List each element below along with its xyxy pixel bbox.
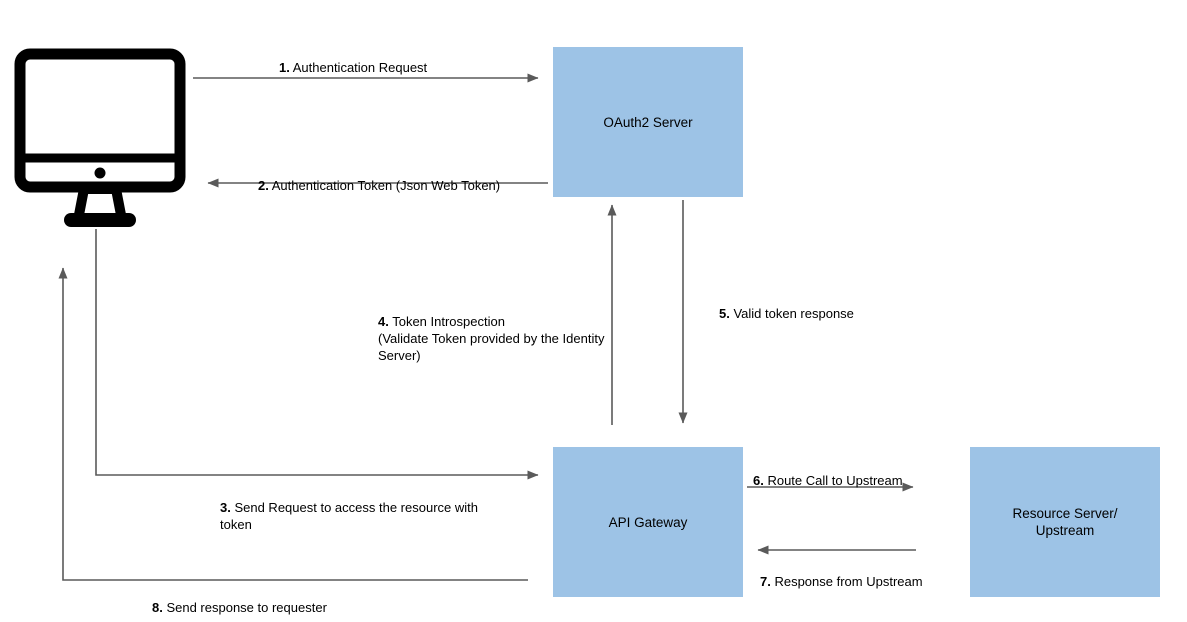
flow-label-4-text: Token Introspection (Validate Token prov… [378, 314, 605, 363]
node-resource-server[interactable]: Resource Server/ Upstream [970, 447, 1160, 597]
flow-label-7-text: Response from Upstream [770, 574, 923, 589]
flow-label-5-number: 5. [719, 306, 730, 321]
flow-label-6-number: 6. [753, 473, 764, 488]
flow-label-3-number: 3. [220, 500, 231, 515]
flow-label-4: 4. Token Introspection (Validate Token p… [378, 296, 623, 364]
flow-label-8-text: Send response to requester [162, 600, 327, 615]
flow-label-7: 7. Response from Upstream [760, 556, 923, 590]
flow-label-7-number: 7. [760, 574, 771, 589]
flow-label-2-number: 2. [258, 178, 269, 193]
node-api-gateway[interactable]: API Gateway [553, 447, 743, 597]
flow-label-3-text: Send Request to access the resource with… [220, 500, 478, 532]
flow-label-5-text: Valid token response [729, 306, 854, 321]
flow-label-1-text: Authentication Request [289, 60, 428, 75]
flow-label-4-number: 4. [378, 314, 389, 329]
flow-label-1-number: 1. [279, 60, 290, 75]
node-api-gateway-label: API Gateway [608, 514, 688, 530]
flow-label-1: 1. Authentication Request [279, 42, 427, 76]
flow-label-8-number: 8. [152, 600, 163, 615]
flow-label-3: 3. Send Request to access the resource w… [220, 482, 530, 533]
client-monitor-icon[interactable] [14, 48, 186, 238]
node-oauth2-server[interactable]: OAuth2 Server [553, 47, 743, 197]
node-oauth2-server-label: OAuth2 Server [603, 114, 693, 130]
desktop-monitor-icon [14, 48, 186, 227]
flow-label-6: 6. Route Call to Upstream [753, 455, 903, 489]
flow-label-2: 2. Authentication Token (Json Web Token) [258, 160, 500, 194]
node-resource-server-label: Resource Server/ Upstream [1012, 506, 1118, 538]
flow-label-8: 8. Send response to requester [152, 582, 327, 616]
flow-label-6-text: Route Call to Upstream [763, 473, 903, 488]
flow-label-2-text: Authentication Token (Json Web Token) [268, 178, 501, 193]
flow-label-5: 5. Valid token response [719, 288, 854, 322]
